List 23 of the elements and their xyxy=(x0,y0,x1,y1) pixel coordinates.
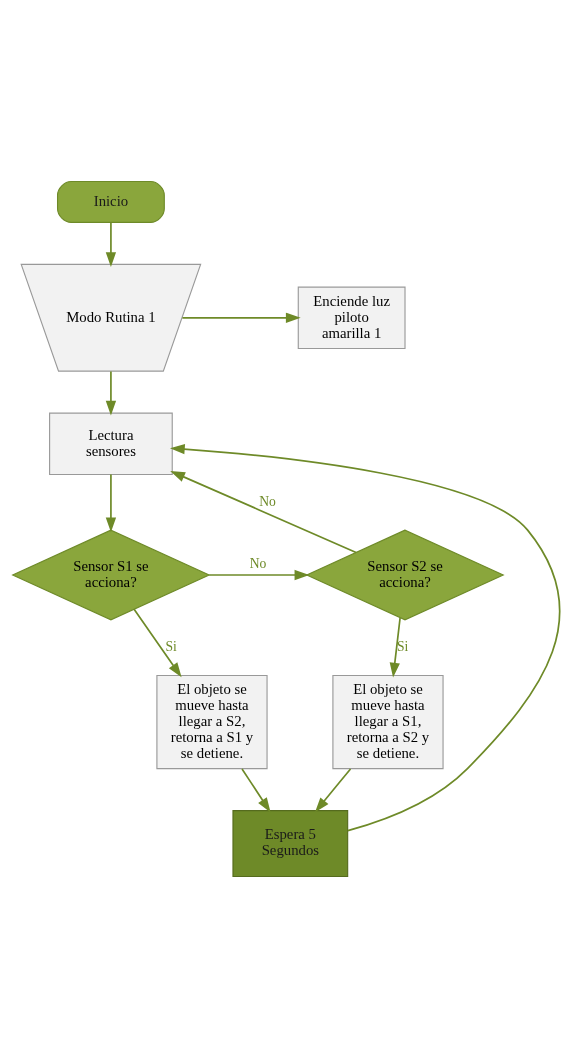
node-diamond: Sensor S2 se acciona? xyxy=(305,529,505,621)
edge-label: Si xyxy=(397,639,409,655)
arrow xyxy=(241,768,271,813)
arrow xyxy=(170,470,357,554)
arrow xyxy=(133,608,182,678)
node-box: Lectura sensores xyxy=(49,412,173,476)
arrow xyxy=(389,617,401,678)
arrow xyxy=(315,768,352,813)
arrow xyxy=(169,444,561,832)
node-box: Enciende luz piloto amarilla 1 xyxy=(297,286,406,350)
node-box: El objeto se mueve hasta llegar a S2, retorna a S1 y se detiene. xyxy=(156,674,268,770)
node-box: El objeto se mueve hasta llegar a S1, retorna a S2 y se detiene. xyxy=(332,674,444,770)
arrow xyxy=(105,473,117,533)
edge-label: Si xyxy=(165,639,177,655)
arrow xyxy=(105,370,117,416)
edge-label: No xyxy=(249,555,267,571)
arrow xyxy=(105,222,117,267)
node-box: Espera 5 Segundos xyxy=(232,810,349,878)
arrow xyxy=(208,569,310,581)
node-box: Inicio xyxy=(57,180,165,223)
node-diamond: Sensor S1 se acciona? xyxy=(11,529,211,621)
edge-label: No xyxy=(259,493,276,509)
arrow xyxy=(181,312,301,323)
